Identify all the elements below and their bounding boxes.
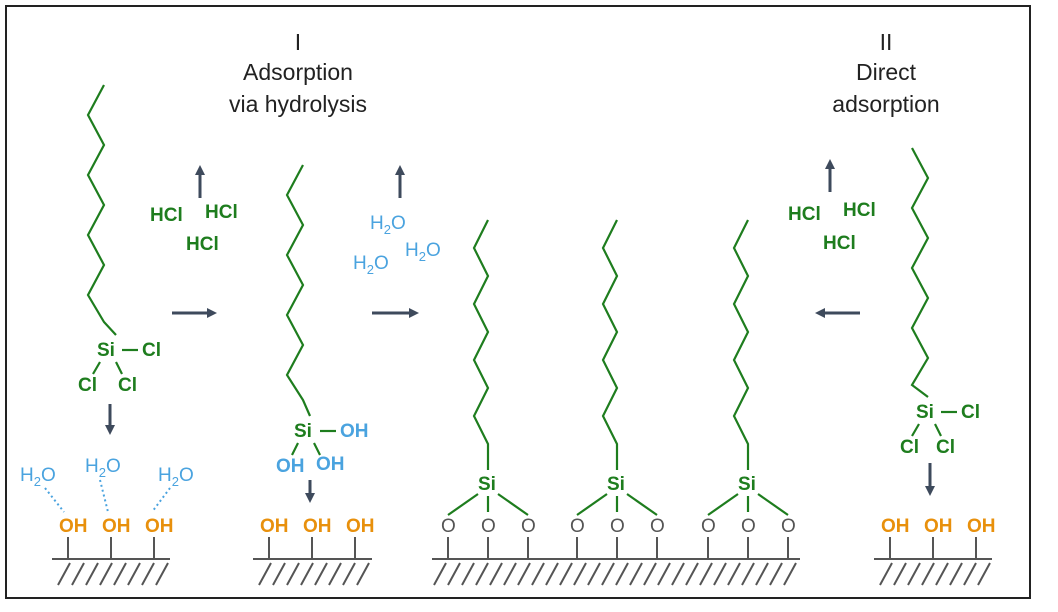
hcl-label: HCl [186, 234, 219, 255]
water-label: H2O [353, 253, 389, 277]
hydroxyl-label: OH [881, 516, 910, 537]
bonded-silicon: Si Si Si [478, 474, 756, 495]
hydroxyl-label: OH [346, 516, 375, 537]
si-label: Si [738, 474, 756, 495]
si-label: Si [916, 402, 934, 423]
trichlorosilane-right: Si Cl Cl Cl [900, 402, 980, 458]
si-label: Si [97, 340, 115, 361]
alkyl-chain-6 [910, 147, 930, 398]
oxygen-label: O [701, 516, 716, 537]
hcl-byproduct-left: HCl HCl HCl [150, 202, 238, 255]
cl-label: Cl [961, 402, 980, 423]
hcl-label: HCl [205, 202, 238, 223]
hcl-label: HCl [788, 204, 821, 225]
si-label: Si [294, 421, 312, 442]
route-i-title-line1: Adsorption [243, 59, 353, 85]
oxygen-label: O [521, 516, 536, 537]
hcl-label: HCl [843, 200, 876, 221]
water-label: H2O [370, 213, 406, 237]
route-i-title-line2: via hydrolysis [229, 91, 367, 117]
hcl-label: HCl [823, 233, 856, 254]
water-byproduct: H2O H2O H2O [353, 213, 441, 277]
cl-label: Cl [900, 437, 919, 458]
surface-oxygens: O O O O O O O O O [441, 516, 796, 537]
si-label: Si [607, 474, 625, 495]
route-ii-numeral: II [880, 29, 893, 55]
trichlorosilane-left: Si Cl Cl Cl [78, 340, 161, 396]
route-ii-title-line2: adsorption [832, 91, 939, 117]
route-i-numeral: I [295, 29, 301, 55]
water-label: H2O [85, 456, 121, 480]
hydroxyl-label: OH [102, 516, 131, 537]
hydrogen-bonds [44, 479, 171, 513]
oxygen-label: O [570, 516, 585, 537]
hcl-label: HCl [150, 205, 183, 226]
route-ii-title-line1: Direct [856, 59, 917, 85]
alkyl-chain-2 [285, 164, 312, 417]
hydroxyl-label: OH [967, 516, 996, 537]
alkyl-chain-4 [601, 219, 619, 470]
oxygen-label: O [481, 516, 496, 537]
surface-water: H2O H2O H2O [20, 456, 194, 513]
substrate-surfaces [52, 537, 992, 586]
hydrolysed-silanol: Si OH OH OH [276, 421, 369, 477]
water-label: H2O [20, 465, 56, 489]
cl-label: Cl [78, 375, 97, 396]
oh-label: OH [276, 456, 305, 477]
oh-label: OH [340, 421, 369, 442]
oxygen-label: O [741, 516, 756, 537]
reaction-arrows [105, 159, 935, 503]
cl-label: Cl [142, 340, 161, 361]
si-o-bonds [447, 493, 789, 516]
hydroxyl-label: OH [145, 516, 174, 537]
oh-label: OH [316, 454, 345, 475]
cl-label: Cl [936, 437, 955, 458]
surface-hydroxyls: OH OH OH OH OH OH OH OH OH [59, 516, 996, 537]
alkyl-chain-5 [732, 219, 750, 470]
alkyl-chain-1 [86, 84, 117, 336]
oxygen-label: O [441, 516, 456, 537]
hydroxyl-label: OH [303, 516, 332, 537]
water-label: H2O [158, 465, 194, 489]
alkyl-chain-3 [472, 219, 490, 470]
oxygen-label: O [781, 516, 796, 537]
water-label: H2O [405, 240, 441, 264]
cl-label: Cl [118, 375, 137, 396]
hydroxyl-label: OH [59, 516, 88, 537]
figure-frame [5, 5, 1031, 599]
oxygen-label: O [610, 516, 625, 537]
si-label: Si [478, 474, 496, 495]
hydroxyl-label: OH [924, 516, 953, 537]
hcl-byproduct-right: HCl HCl HCl [788, 200, 876, 254]
hydroxyl-label: OH [260, 516, 289, 537]
alkyl-chains [86, 84, 930, 470]
oxygen-label: O [650, 516, 665, 537]
